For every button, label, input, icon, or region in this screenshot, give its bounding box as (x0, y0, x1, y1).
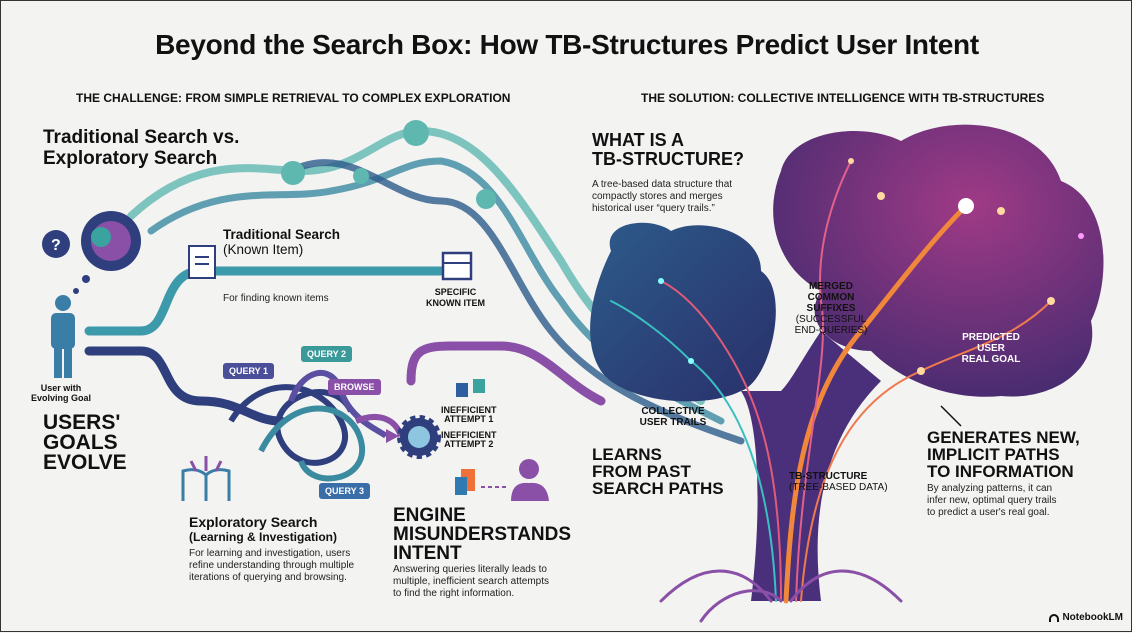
line: historical user “query trails.” (592, 203, 715, 214)
query-2-bubble: QUERY 2 (301, 346, 353, 362)
line: (Learning & Investigation) (189, 530, 338, 544)
query-1-bubble: QUERY 1 (223, 363, 275, 379)
line: REAL GOAL (961, 354, 1021, 365)
line: ENGINE (393, 505, 466, 526)
frustrated-user-icon (511, 459, 549, 501)
label-line: User with (40, 383, 82, 393)
exploratory-search-title: Exploratory Search(Learning & Investigat… (189, 515, 337, 545)
line: INTENT (393, 543, 462, 564)
line: END-QUERIES) (794, 325, 868, 336)
line: multiple, inefficient search attempts (393, 576, 550, 587)
label-line: Evolving Goal (30, 393, 91, 403)
user-figure-icon (51, 295, 75, 378)
line: FROM PAST (592, 462, 691, 481)
line: Answering queries literally leads to (393, 564, 547, 575)
path-nodes (281, 120, 496, 209)
page-title: Beyond the Search Box: How TB-Structures… (155, 29, 979, 60)
line: iterations of querying and browsing. (189, 572, 347, 583)
book-icon (181, 456, 231, 501)
brand-text: NotebookLM (1062, 612, 1123, 623)
line: SUFFIXES (806, 303, 856, 314)
line: SEARCH PATHS (592, 479, 724, 498)
svg-text:?: ? (51, 237, 61, 254)
line: (Known Item) (223, 242, 304, 257)
line: USER (977, 343, 1005, 354)
tb-structure-tree (590, 124, 1104, 623)
line: For learning and investigation, users (189, 548, 351, 559)
line: COLLECTIVE (641, 406, 705, 417)
challenge-section-heading: THE CHALLENGE: FROM SIMPLE RETRIEVAL TO … (76, 91, 511, 105)
notebooklm-watermark: NotebookLM (1049, 612, 1123, 623)
line: GOALS (43, 431, 118, 454)
thought-bubble-icon: ? (42, 211, 141, 294)
line: GENERATES NEW, (927, 428, 1080, 447)
line: SPECIFIC (434, 287, 477, 297)
line: COMMON (807, 292, 855, 303)
line: TO INFORMATION (927, 462, 1074, 481)
line: refine understanding through multiple (189, 560, 355, 571)
heading-line: Exploratory Search (43, 148, 218, 169)
line: INEFFICIENT (441, 405, 497, 415)
line: LEARNS (592, 445, 662, 464)
line: infer new, optimal query trails (927, 495, 1057, 506)
document-icon (188, 245, 216, 279)
line: TB-STRUCTURE? (592, 149, 744, 169)
line: By analyzing patterns, it can (927, 483, 1053, 494)
query-3-bubble: QUERY 3 (319, 483, 371, 499)
line: PREDICTED (962, 332, 1020, 343)
notebooklm-logo-icon (1049, 613, 1060, 622)
line: to find the right information. (393, 588, 515, 599)
line: KNOWN ITEM (426, 298, 485, 308)
confused-gear-icon (397, 415, 441, 459)
tb-structure-label: TB-STRUCTURE(TREE-BASED DATA) (789, 471, 888, 493)
line: (SUCCESSFUL (795, 314, 867, 325)
line: (TREE-BASED DATA) (789, 482, 888, 493)
browse-bubble: BROWSE (328, 379, 381, 395)
line: Exploratory Search (189, 514, 318, 530)
line: USERS' (43, 411, 121, 434)
line: WHAT IS A (592, 130, 684, 150)
solution-section-heading: THE SOLUTION: COLLECTIVE INTELLIGENCE WI… (641, 91, 1045, 105)
line: to predict a user's real goal. (927, 507, 1050, 518)
line: INEFFICIENT (441, 430, 497, 440)
line: compactly stores and merges (592, 191, 723, 202)
traditional-search-desc: For finding known items (223, 293, 329, 304)
attempt-icons (455, 379, 506, 495)
heading-line: Traditional Search vs. (43, 127, 240, 148)
line: EVOLVE (43, 451, 127, 474)
line: IMPLICIT PATHS (927, 445, 1060, 464)
line: A tree-based data structure that (592, 179, 733, 190)
traditional-search-title: Traditional Search(Known Item) (223, 227, 340, 257)
line: MERGED (809, 281, 853, 292)
line: MISUNDERSTANDS (393, 524, 572, 545)
comparison-heading: Traditional Search vs.Exploratory Search (43, 127, 239, 169)
line: USER TRAILS (639, 417, 707, 428)
line: ATTEMPT 2 (444, 439, 494, 449)
archive-box-icon (441, 251, 473, 281)
line: Traditional Search (223, 227, 341, 242)
line: TB-STRUCTURE (789, 471, 868, 482)
line: ATTEMPT 1 (444, 414, 494, 424)
